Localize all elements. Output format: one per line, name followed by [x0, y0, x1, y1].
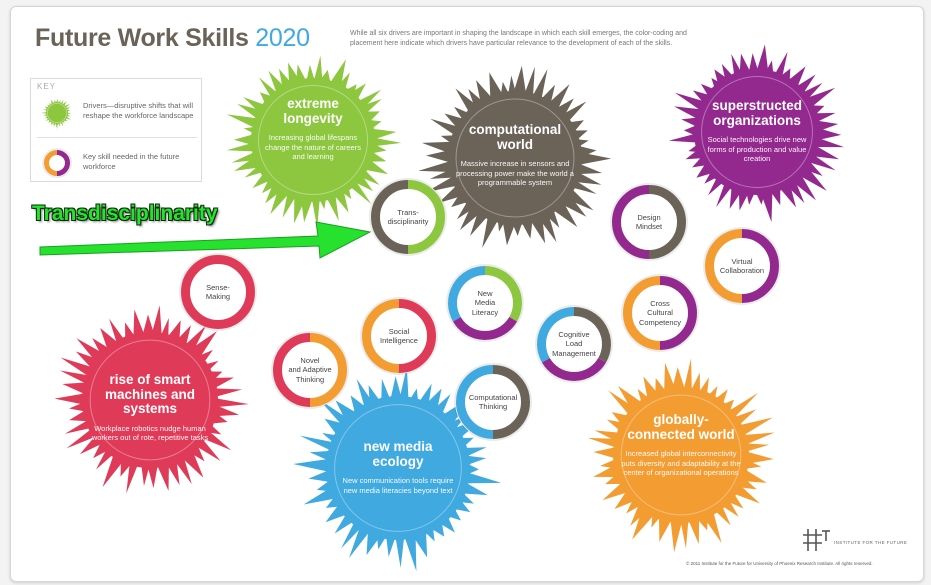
- driver-burst-superstructed-organizations: [668, 44, 845, 222]
- skill-virtual-collaboration: Virtual Collaboration: [719, 256, 765, 276]
- driver-description: Increasing global lifespans change the n…: [265, 133, 361, 161]
- skill-cross-cultural-competency: Cross Cultural Competency: [638, 298, 682, 327]
- copyright-text: © 2011 Institute for the Future for Univ…: [686, 561, 873, 566]
- skill-ring-cross-cultural-competency: [621, 274, 699, 352]
- iftf-logo-icon: [803, 529, 830, 551]
- skill-sense-making: Sense- Making: [205, 282, 231, 302]
- skill-ring-novel-adaptive-thinking: [271, 331, 349, 409]
- skill-transdisciplinarity: Trans- disciplinarity: [387, 207, 429, 227]
- key-skill-text: Key skill needed in the future workforce: [83, 152, 180, 171]
- skill-ring-cognitive-load-management: [535, 305, 613, 383]
- driver-title: rise of smart machines and systems: [104, 372, 196, 416]
- driver-description: Social technologies drive new forms of p…: [707, 135, 807, 163]
- callout-arrow: [39, 221, 372, 259]
- logo-text: INSTITUTE FOR THE FUTURE: [834, 540, 908, 545]
- driver-description: Increased global interconnectivity puts …: [621, 449, 741, 477]
- skill-ring-sense-making: [179, 253, 257, 331]
- key-driver-text: Drivers—disruptive shifts that will resh…: [83, 101, 194, 120]
- skill-new-media-literacy: New Media Literacy: [471, 288, 499, 317]
- skill-computational-thinking: Computational Thinking: [468, 392, 518, 412]
- transdisciplinarity-callout: Transdisciplinarity: [32, 202, 218, 225]
- skill-ring-design-mindset: [610, 183, 688, 261]
- skill-ring-computational-thinking: [454, 363, 532, 441]
- driver-description: New communication tools require new medi…: [342, 476, 454, 495]
- skill-cognitive-load-management: Cognitive Load Management: [552, 329, 596, 358]
- driver-burst-globally-connected-world: [587, 358, 775, 553]
- driver-title: globally- connected world: [627, 412, 735, 442]
- skill-key-icon: [42, 148, 72, 178]
- skill-social-intelligence: Social Intelligence: [380, 326, 418, 346]
- skill-ring-social-intelligence: [360, 297, 438, 375]
- driver-title: superstructed organizations: [711, 98, 803, 128]
- key-title: KEY: [37, 82, 57, 91]
- driver-description: Workplace robotics nudge human workers o…: [91, 423, 209, 443]
- skill-novel-adaptive-thinking: Novel and Adaptive Thinking: [288, 355, 332, 384]
- driver-description: Massive increase in sensors and processi…: [456, 159, 574, 187]
- title-main: Future Work Skills: [35, 24, 256, 52]
- driver-burst-computational-world: [418, 65, 612, 248]
- driver-title: computational world: [468, 122, 562, 152]
- intro-text: While all six drivers are important in s…: [350, 30, 687, 47]
- driver-key-icon: [41, 99, 72, 129]
- page-title: Future Work Skills 2020: [35, 24, 310, 53]
- key-legend: KEY Drivers—disruptive shifts that will …: [30, 78, 202, 182]
- driver-title: new media ecology: [363, 439, 433, 469]
- driver-burst-extreme-longevity: [226, 55, 402, 228]
- skill-design-mindset: Design Mindset: [635, 212, 663, 232]
- driver-burst-new-media-ecology: [293, 366, 502, 572]
- title-year: 2020: [255, 24, 310, 52]
- key-divider: [37, 137, 197, 138]
- skill-ring-virtual-collaboration: [703, 227, 781, 305]
- skill-ring-new-media-literacy: [446, 264, 524, 342]
- driver-title: extreme longevity: [283, 96, 343, 126]
- driver-burst-smart-machines: [54, 305, 249, 494]
- skill-ring-transdisciplinarity: [369, 178, 447, 256]
